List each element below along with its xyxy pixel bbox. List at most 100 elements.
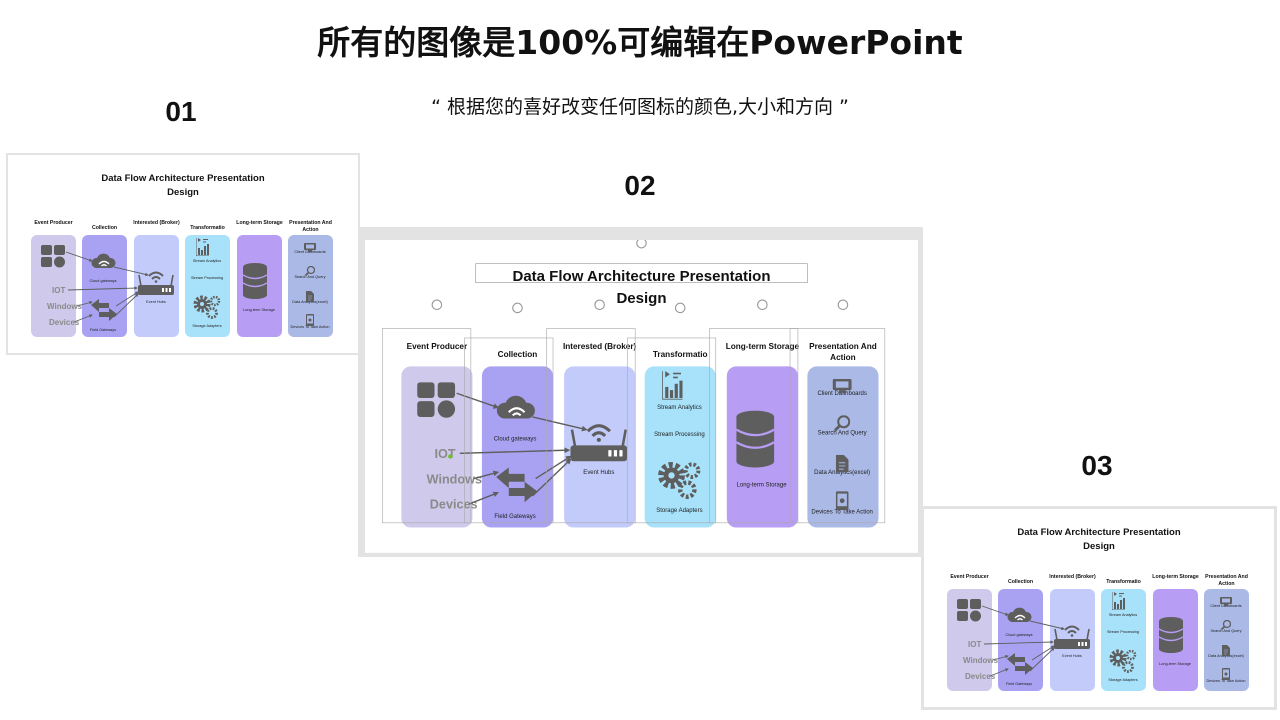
item-label: Stream Processing [654, 431, 705, 438]
column-0[interactable] [401, 366, 473, 528]
diagram-title-line1: Data Flow Architecture Presentation [512, 268, 771, 286]
gears-icon[interactable] [657, 461, 701, 507]
column-header: Long-term Storage [725, 342, 800, 353]
connector-arrow [992, 654, 1009, 661]
column-0[interactable] [947, 589, 992, 691]
column-header: Event Producer [34, 220, 73, 226]
column-1[interactable] [82, 235, 127, 337]
bar-chart-icon[interactable] [195, 238, 209, 261]
item-label: Stream Processing [1106, 630, 1140, 634]
item-label: Stream Analytics [192, 259, 222, 263]
connector-arrow [76, 300, 93, 307]
rotate-handle-icon[interactable] [837, 299, 849, 311]
document-icon[interactable] [306, 289, 314, 307]
item-label: Long-term Storage [736, 481, 787, 489]
column-header: Event Producer [406, 342, 468, 353]
column-header: Event Producer [950, 574, 989, 580]
router-icon[interactable] [570, 420, 628, 471]
item-label: Storage Adapters [1108, 678, 1138, 682]
column-header: Transformatio [652, 350, 708, 361]
item-label: Cloud gateways [1005, 633, 1033, 637]
exchange-arrows-icon[interactable] [1007, 653, 1033, 680]
item-label: Search And Query [817, 429, 867, 436]
apps-grid-icon[interactable] [41, 245, 66, 273]
bar-chart-icon[interactable] [661, 371, 683, 407]
monitor-icon[interactable] [1220, 593, 1232, 611]
bar-chart-icon[interactable] [1111, 592, 1125, 615]
phone-touch-icon[interactable] [1222, 667, 1230, 685]
database-icon[interactable] [735, 410, 775, 476]
item-label: Devices To Take Action [811, 508, 873, 515]
document-icon[interactable] [1222, 643, 1230, 661]
router-icon[interactable] [1054, 623, 1090, 655]
column-1[interactable] [998, 589, 1043, 691]
item-label: Client Dashboards [1210, 604, 1242, 608]
column-header: Transformatio [1106, 579, 1141, 585]
monitor-icon[interactable] [832, 373, 852, 401]
cloud-wifi-icon[interactable] [496, 390, 536, 431]
connector-arrow [532, 416, 588, 432]
item-label: Windows [963, 656, 999, 665]
diagram-title-line1: Data Flow Architecture Presentation [1017, 527, 1181, 538]
column-header: Long-term Storage [1152, 574, 1199, 580]
exchange-arrows-icon[interactable] [496, 467, 538, 511]
item-label: Long-term Storage [243, 308, 275, 312]
rotate-handle-icon[interactable] [594, 299, 605, 311]
connector-arrow [65, 251, 93, 262]
column-selection-box[interactable] [464, 337, 554, 524]
gears-icon[interactable] [193, 295, 221, 324]
gears-icon[interactable] [1109, 649, 1137, 678]
rotate-handle-icon[interactable] [512, 302, 523, 314]
rotate-handle-icon[interactable] [636, 240, 647, 249]
column-selection-box[interactable] [789, 328, 886, 524]
column-header: Interested (Broker) [1049, 574, 1096, 580]
connector-arrow [73, 314, 93, 323]
search-icon[interactable] [834, 411, 851, 439]
column-0[interactable] [31, 235, 76, 337]
document-icon[interactable] [835, 452, 849, 480]
rotate-handle-icon[interactable] [757, 299, 768, 311]
item-label: Devices To Take Action [290, 325, 330, 329]
connector-arrow [113, 266, 149, 277]
monitor-icon[interactable] [304, 239, 316, 257]
exchange-arrows-icon[interactable] [91, 299, 117, 326]
search-icon[interactable] [304, 263, 316, 281]
title-selection-box[interactable] [475, 263, 808, 283]
item-label: IOT [52, 286, 66, 295]
column-selection-box[interactable] [546, 328, 636, 524]
connector-arrow [115, 291, 139, 307]
headline: 所有的图像是100%可编辑在PowerPoint [317, 23, 963, 62]
rotate-handle-icon[interactable] [674, 302, 686, 314]
column-selection-box[interactable] [382, 328, 472, 524]
cloud-wifi-icon[interactable] [1007, 604, 1032, 630]
rotate-handle-icon[interactable] [431, 299, 443, 311]
phone-touch-icon[interactable] [306, 313, 314, 331]
column-1[interactable] [481, 366, 554, 528]
apps-grid-icon[interactable] [417, 382, 457, 426]
diagram-title-line2: Design [616, 290, 667, 308]
apps-grid-icon[interactable] [957, 599, 982, 627]
database-icon[interactable] [242, 263, 268, 304]
column-selection-box[interactable] [709, 328, 799, 524]
phone-touch-icon[interactable] [835, 490, 849, 518]
connector-arrow [989, 668, 1009, 677]
search-icon[interactable] [1220, 617, 1232, 635]
item-label: Windows [426, 472, 482, 487]
item-label: Windows [47, 302, 83, 311]
item-label: Devices [49, 318, 80, 327]
connector-arrow [456, 392, 500, 409]
slide-number-03: 03 [1081, 450, 1113, 481]
item-label: Data Analytics(excel) [814, 469, 871, 476]
item-label: Devices [429, 497, 478, 512]
router-icon[interactable] [138, 269, 174, 301]
item-label: Cloud gateways [493, 435, 537, 443]
connector-point[interactable] [448, 454, 453, 459]
item-label: Long-term Storage [1159, 662, 1191, 666]
cloud-wifi-icon[interactable] [91, 250, 116, 276]
column-selection-box[interactable] [626, 337, 717, 524]
database-icon[interactable] [1158, 617, 1184, 658]
